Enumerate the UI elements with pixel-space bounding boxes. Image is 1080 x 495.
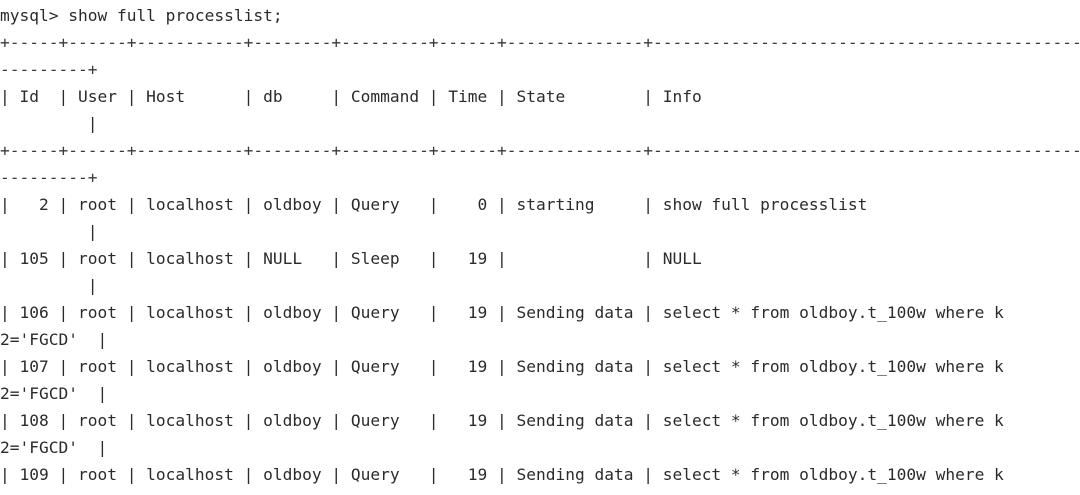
- table-row-line: | 105 | root | localhost | NULL | Sleep …: [0, 249, 1080, 268]
- table-rule-line: ---------+: [0, 168, 98, 187]
- table-wrapped-line: |: [0, 222, 98, 241]
- table-rule-line: ---------+: [0, 60, 98, 79]
- table-row-line: | 106 | root | localhost | oldboy | Quer…: [0, 303, 1004, 322]
- table-wrapped-line: 2='FGCD' |: [0, 438, 108, 457]
- terminal-prompt-line: mysql> show full processlist;: [0, 6, 283, 25]
- table-header-line: | Id | User | Host | db | Command | Time…: [0, 87, 1080, 106]
- table-row-line: | 109 | root | localhost | oldboy | Quer…: [0, 465, 1004, 484]
- table-wrapped-line: 2='FGCD' |: [0, 330, 108, 349]
- table-row-line: | 2 | root | localhost | oldboy | Query …: [0, 195, 1080, 214]
- table-wrapped-line: |: [0, 276, 98, 295]
- table-rule-line: +-----+------+-----------+--------+-----…: [0, 141, 1080, 160]
- table-row-line: | 108 | root | localhost | oldboy | Quer…: [0, 411, 1004, 430]
- table-row-line: | 107 | root | localhost | oldboy | Quer…: [0, 357, 1004, 376]
- table-header-line: |: [0, 114, 98, 133]
- table-rule-line: +-----+------+-----------+--------+-----…: [0, 33, 1080, 52]
- table-wrapped-line: 2='FGCD' |: [0, 488, 1080, 495]
- table-wrapped-line: 2='FGCD' |: [0, 384, 108, 403]
